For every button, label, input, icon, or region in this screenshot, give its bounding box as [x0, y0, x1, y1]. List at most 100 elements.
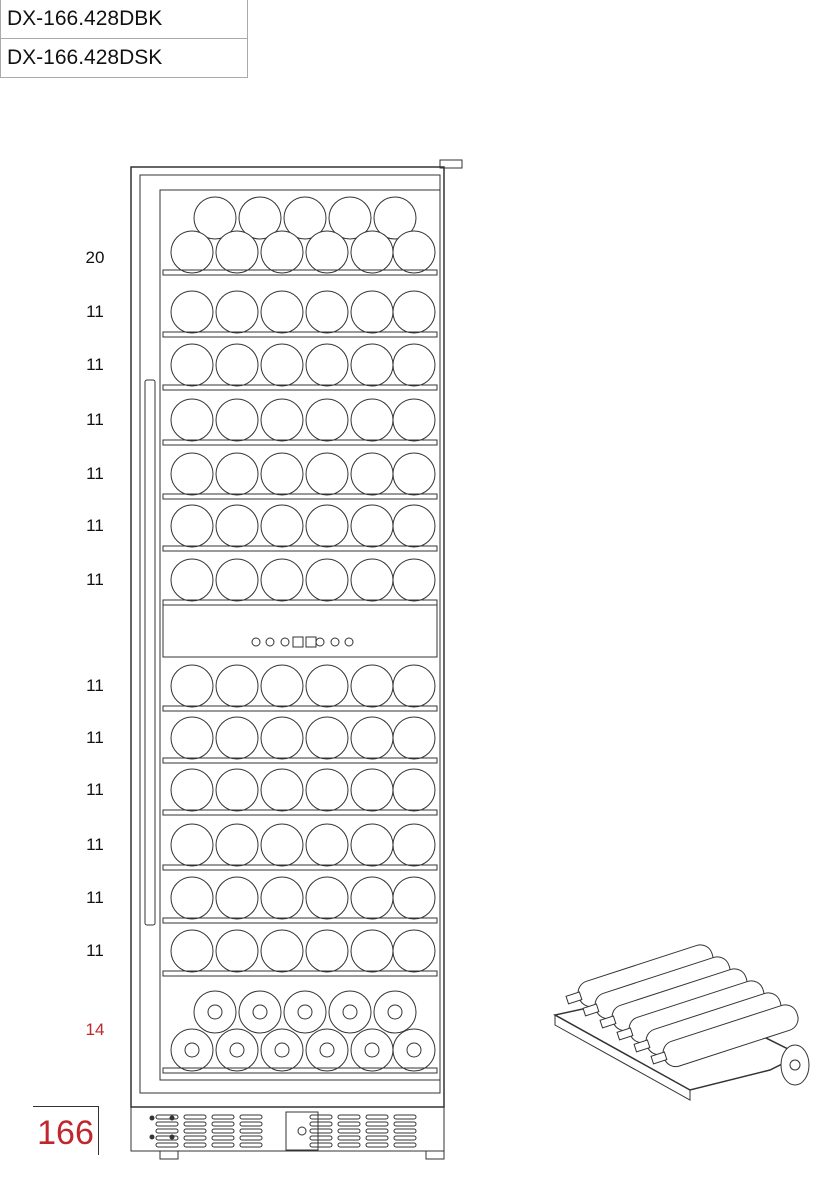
- bottle-neck: [229, 1042, 245, 1058]
- vent-slot: [183, 1142, 207, 1148]
- bottle-end: [260, 929, 304, 973]
- bottle-end: [305, 664, 349, 708]
- bottle-end: [260, 558, 304, 602]
- control-button: [315, 637, 325, 647]
- shelf: [162, 269, 438, 276]
- bottle-end: [170, 876, 214, 920]
- vent-slot: [155, 1142, 179, 1148]
- shelf-capacity-label: 14: [85, 1020, 105, 1039]
- bottle-end: [392, 504, 436, 548]
- bottle-end: [350, 398, 394, 442]
- bottle-end: [238, 196, 282, 240]
- bottle-neck: [297, 1004, 313, 1020]
- bottle-end: [193, 196, 237, 240]
- bottle-end: [170, 290, 214, 334]
- vent-slot: [309, 1114, 333, 1120]
- screw: [297, 1126, 307, 1136]
- bottle-neck: [582, 1003, 600, 1017]
- bottle-end: [392, 558, 436, 602]
- bottle-neck: [616, 1027, 634, 1041]
- bottle-end: [170, 823, 214, 867]
- bottle-end: [170, 929, 214, 973]
- vent-slot: [337, 1128, 361, 1134]
- shelf: [162, 331, 438, 338]
- vent-slot: [211, 1121, 235, 1127]
- shelf: [162, 705, 438, 712]
- bottle-neck: [252, 1004, 268, 1020]
- model-number: DX-166.428DSK: [7, 46, 163, 69]
- bottle-end: [373, 990, 417, 1034]
- vent-slot: [239, 1114, 263, 1120]
- bottle-end: [260, 343, 304, 387]
- bottle-end: [305, 823, 349, 867]
- control-button: [251, 637, 261, 647]
- bottle-end: [350, 929, 394, 973]
- bottle-end: [283, 990, 327, 1034]
- vent-slot: [309, 1142, 333, 1148]
- bottle-end: [215, 558, 259, 602]
- screw: [149, 1134, 155, 1140]
- total-capacity: 166: [33, 1106, 99, 1155]
- bottle-end: [350, 290, 394, 334]
- bottle-end: [215, 823, 259, 867]
- bottle-end: [305, 929, 349, 973]
- vent-slot: [211, 1142, 235, 1148]
- control-button: [330, 637, 340, 647]
- bottle-end: [215, 768, 259, 812]
- bottle-end: [350, 768, 394, 812]
- door-handle: [144, 379, 156, 926]
- foot: [425, 1150, 445, 1160]
- bottle-neck: [274, 1042, 290, 1058]
- bottle-end: [215, 398, 259, 442]
- shelf: [162, 1067, 438, 1074]
- shelf: [162, 493, 438, 500]
- shelf-capacity-label: 11: [86, 355, 104, 374]
- bottle-end: [215, 929, 259, 973]
- bottle-end: [260, 452, 304, 496]
- vent-slot: [393, 1142, 417, 1148]
- bottle-end: [215, 664, 259, 708]
- rack-tray-edge: [554, 1014, 691, 1101]
- screw: [169, 1134, 175, 1140]
- bottle-end: [260, 230, 304, 274]
- bottle-end: [350, 664, 394, 708]
- bottle-end: [392, 664, 436, 708]
- bottle-end: [350, 558, 394, 602]
- bottle-end: [305, 230, 349, 274]
- bottle-end: [392, 823, 436, 867]
- bottle-end: [215, 504, 259, 548]
- vent-slot: [183, 1135, 207, 1141]
- shelf: [162, 809, 438, 816]
- bottle-neck: [633, 1039, 651, 1053]
- bottle-end: [170, 343, 214, 387]
- bottle-neck: [650, 1051, 668, 1065]
- bottle-neck: [364, 1042, 380, 1058]
- bottle-end: [215, 290, 259, 334]
- bottle-end: [170, 768, 214, 812]
- vent-slot: [393, 1121, 417, 1127]
- vent-slot: [337, 1135, 361, 1141]
- bottle-end: [215, 1028, 259, 1072]
- bottle-end: [392, 1028, 436, 1072]
- control-button: [344, 637, 354, 647]
- bottle-end: [170, 664, 214, 708]
- bottle-end: [392, 452, 436, 496]
- bottle-neck: [387, 1004, 403, 1020]
- vent-slot: [155, 1128, 179, 1134]
- shelf-capacity-label: 11: [86, 676, 104, 695]
- bottle-end: [305, 1028, 349, 1072]
- screw: [169, 1115, 175, 1121]
- vent-slot: [239, 1142, 263, 1148]
- bottle-end: [215, 716, 259, 760]
- shelf: [162, 439, 438, 446]
- vent-slot: [239, 1135, 263, 1141]
- bottle-end: [215, 230, 259, 274]
- shelf-capacity-label: 11: [86, 941, 104, 960]
- shelf-capacity-label: 20: [85, 248, 105, 267]
- bottle-end: [350, 1028, 394, 1072]
- control-button: [280, 637, 290, 647]
- vent-slot: [155, 1114, 179, 1120]
- bottle-neck: [184, 1042, 200, 1058]
- screw: [149, 1115, 155, 1121]
